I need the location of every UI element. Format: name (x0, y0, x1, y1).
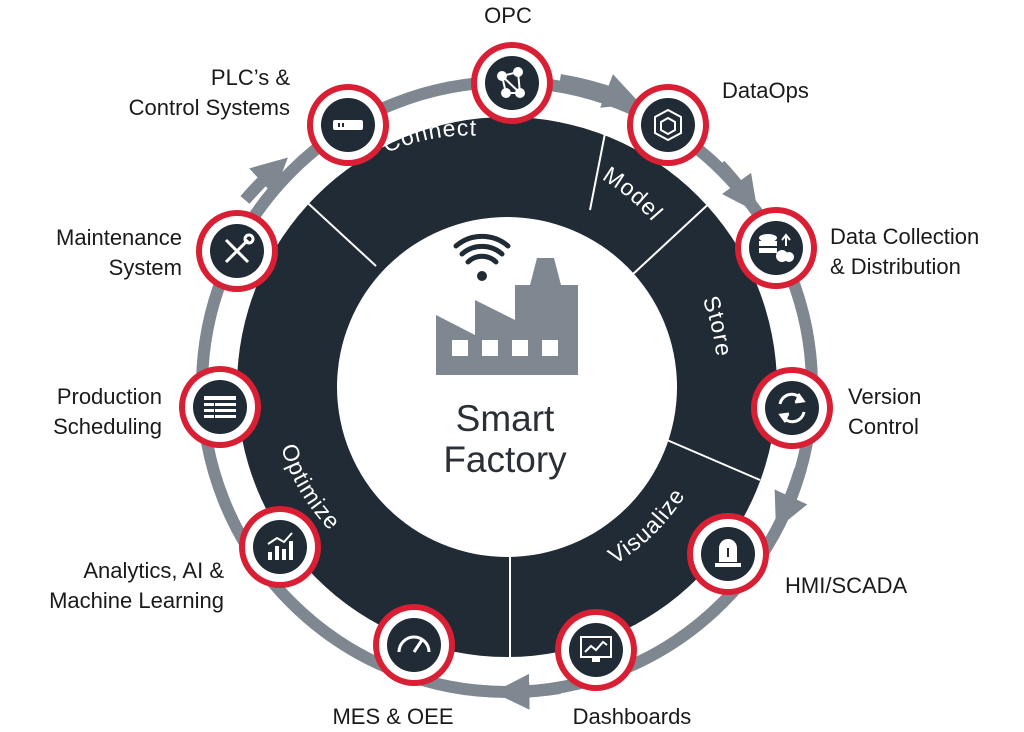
node-opc (471, 42, 553, 124)
bar-trend-icon (267, 532, 293, 560)
label-analytics-ai-2: Machine Learning (49, 588, 224, 613)
center-title-line1: Smart (456, 398, 555, 439)
node-plcs-control (307, 84, 389, 166)
node-version-control (751, 367, 833, 449)
gauge-icon (397, 635, 431, 653)
label-mes-oee: MES & OEE (332, 704, 453, 729)
wrench-screwdriver-icon (224, 233, 255, 264)
sync-arrows-icon (778, 392, 806, 424)
alarm-beacon-icon (715, 539, 741, 567)
node-hmi-scada (687, 513, 769, 595)
label-dashboards: Dashboards (573, 704, 692, 729)
segment-divider (631, 197, 716, 276)
cube-icon (654, 108, 682, 142)
node-dashboards (555, 609, 637, 691)
node-maintenance-system (196, 210, 278, 292)
node-production-scheduling (179, 366, 261, 448)
database-cloud-icon (759, 233, 794, 262)
label-analytics-ai-1: Analytics, AI & (83, 558, 224, 583)
node-dataops (627, 84, 709, 166)
label-data-collection-1: Data Collection (830, 224, 979, 249)
smart-factory-wifi-icon (436, 233, 578, 375)
center-title-line2: Factory (443, 439, 567, 480)
node-mes-oee (373, 604, 455, 686)
monitor-chart-icon (580, 636, 612, 662)
label-maintenance-system-1: Maintenance (56, 225, 182, 250)
label-plcs-control-1: PLC’s & (211, 65, 290, 90)
node-analytics-ai (239, 506, 321, 588)
segment-divider (589, 117, 609, 211)
plc-device-icon (333, 120, 363, 130)
label-production-scheduling-1: Production (57, 384, 162, 409)
label-production-scheduling-2: Scheduling (53, 414, 162, 439)
label-data-collection-2: & Distribution (830, 254, 961, 279)
label-maintenance-system-2: System (109, 255, 182, 280)
label-plcs-control-2: Control Systems (129, 95, 290, 120)
node-data-collection (735, 207, 817, 289)
segment-divider (659, 436, 761, 481)
label-version-control-1: Version (848, 384, 921, 409)
network-nodes-icon (497, 67, 525, 98)
process-ring: Connect Model Store Visualize Optimize (237, 114, 777, 657)
label-dataops: DataOps (722, 78, 809, 103)
segment-divider (297, 193, 377, 267)
schedule-board-icon (204, 396, 236, 419)
label-version-control-2: Control (848, 414, 919, 439)
label-hmi-scada: HMI/SCADA (785, 573, 908, 598)
label-opc: OPC (484, 3, 532, 28)
